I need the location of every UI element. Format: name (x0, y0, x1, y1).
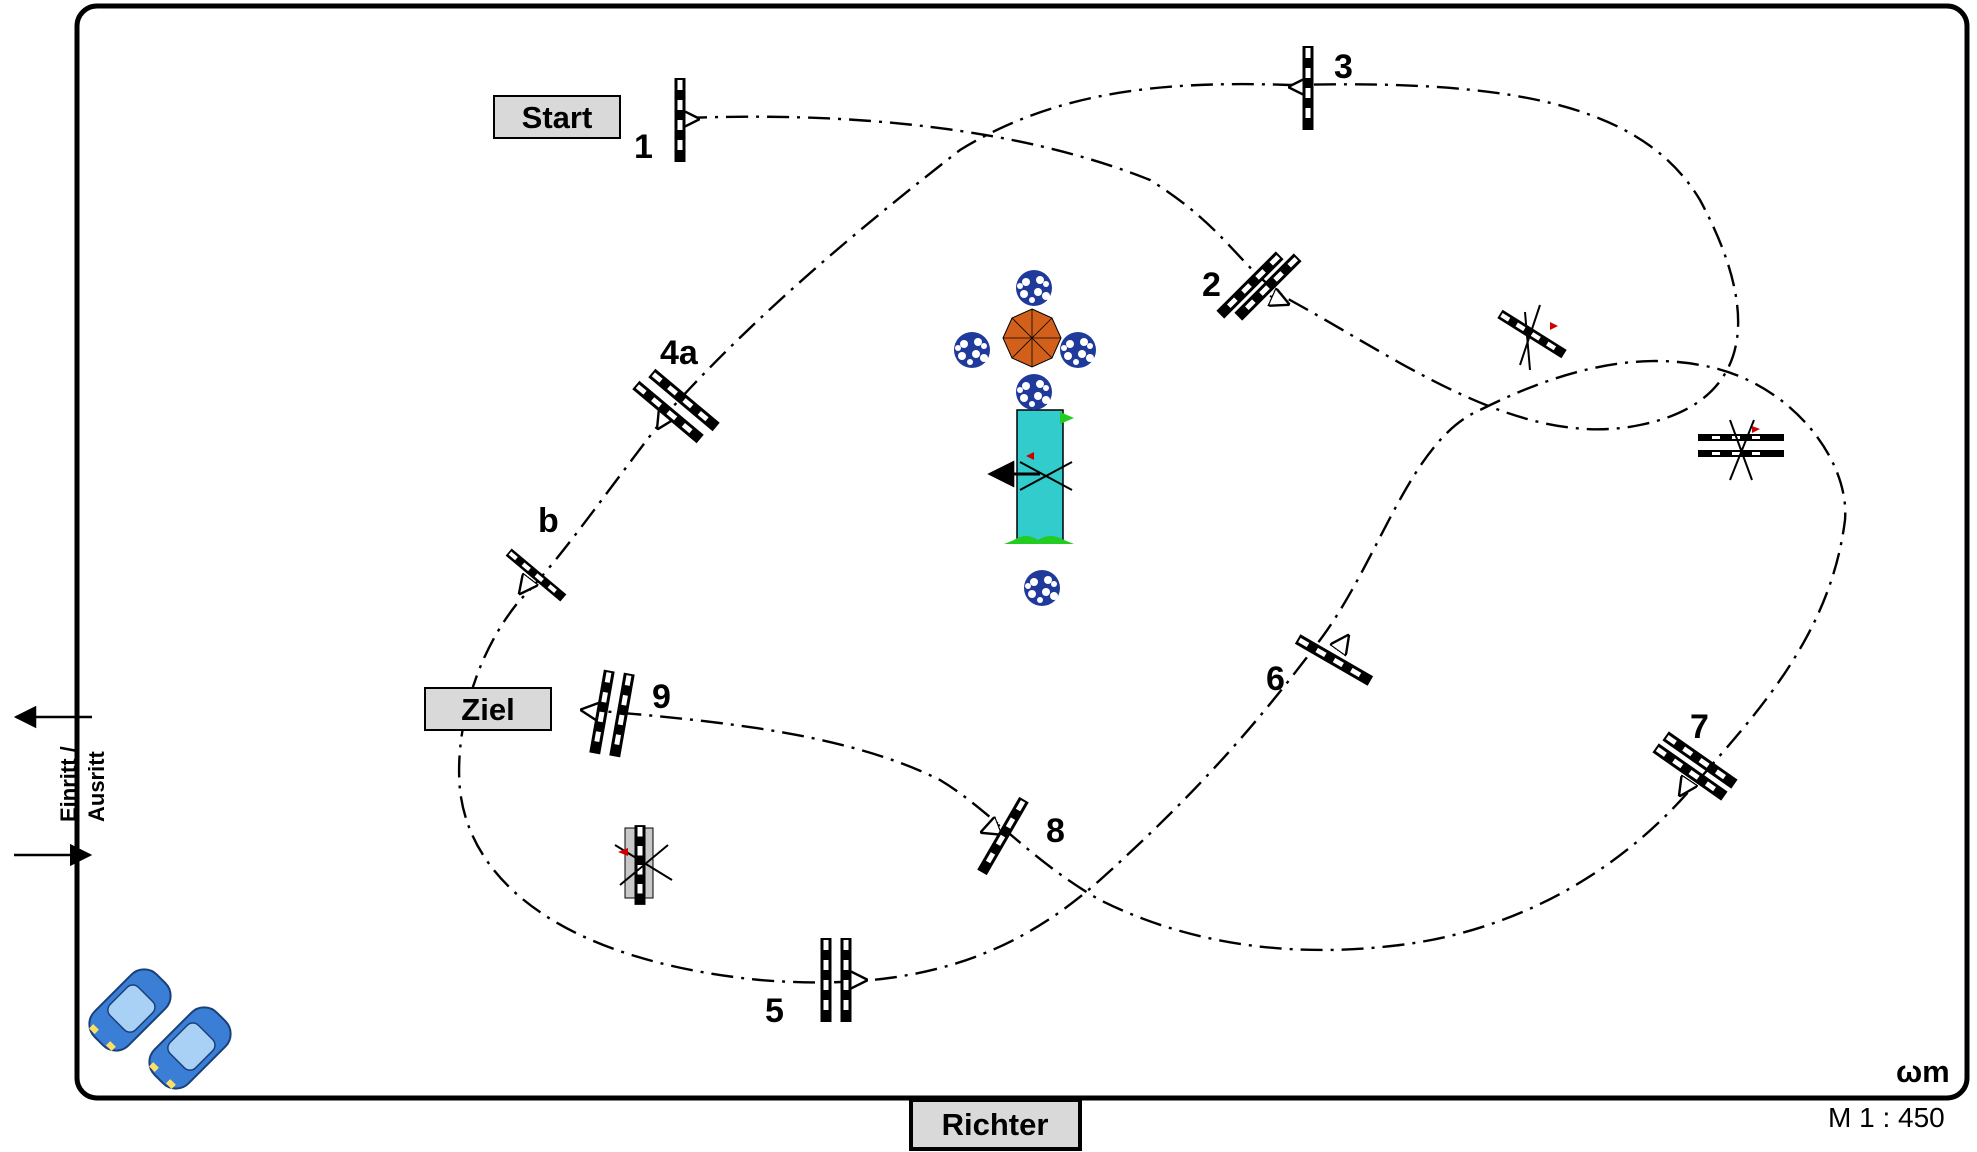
obstacle-4a (636, 373, 716, 439)
flag-icon (1026, 452, 1034, 460)
start-box: Start (493, 95, 621, 139)
scale-label: M 1 : 450 (1828, 1102, 1945, 1133)
entrance-exit: Einritt / Ausritt (13, 705, 109, 867)
flower-pot-icon (954, 332, 990, 368)
obstacle-label-1: 1 (634, 128, 653, 166)
obstacle-label-7: 7 (1690, 708, 1709, 746)
car-icon (88, 968, 172, 1052)
spare-obstacle-right (1698, 419, 1784, 481)
center-decoration (954, 270, 1096, 606)
obstacle-9 (595, 671, 630, 757)
obstacle-label-9: 9 (652, 678, 671, 716)
obstacle-label-4a: 4a (660, 334, 699, 372)
flag-icon (1752, 426, 1760, 433)
richter-box: Richter (909, 1098, 1082, 1151)
obstacle-6 (1298, 639, 1371, 681)
obstacle-8 (982, 800, 1024, 873)
obstacle-label-2: 2 (1202, 266, 1221, 304)
water-tray (1016, 409, 1064, 543)
ziel-box: Ziel (424, 687, 552, 731)
umbrella-icon (1002, 308, 1062, 368)
obstacle-label-b: b (538, 502, 559, 540)
route (457, 82, 1847, 984)
obstacle-label-8: 8 (1046, 812, 1065, 850)
obstacle-label-5: 5 (765, 992, 784, 1030)
obstacle-2 (1220, 255, 1297, 316)
entrance-label: Einritt / (56, 746, 81, 822)
start-label: Start (522, 100, 593, 135)
obstacle-label-6: 6 (1266, 660, 1285, 698)
obstacle-5 (826, 938, 846, 1022)
obstacle-b (509, 552, 564, 598)
exit-label: Ausritt (84, 750, 109, 822)
flower-pot-icon (1016, 270, 1052, 306)
car-icon (148, 1006, 232, 1090)
flower-pot-icon (1024, 570, 1060, 606)
obstacle-label-3: 3 (1334, 48, 1353, 86)
spare-obstacle-upper-right (1500, 304, 1564, 371)
flower-pot-icon (1016, 374, 1052, 410)
flag-icon (1550, 322, 1558, 330)
designer-mark: ωm (1896, 1054, 1950, 1089)
richter-label: Richter (942, 1107, 1049, 1142)
flower-pot-icon (1060, 332, 1096, 368)
direction-markers (520, 87, 1690, 980)
flag-icon (618, 848, 628, 856)
ziel-label: Ziel (461, 692, 514, 727)
spare-obstacle-lower-left (614, 825, 673, 905)
